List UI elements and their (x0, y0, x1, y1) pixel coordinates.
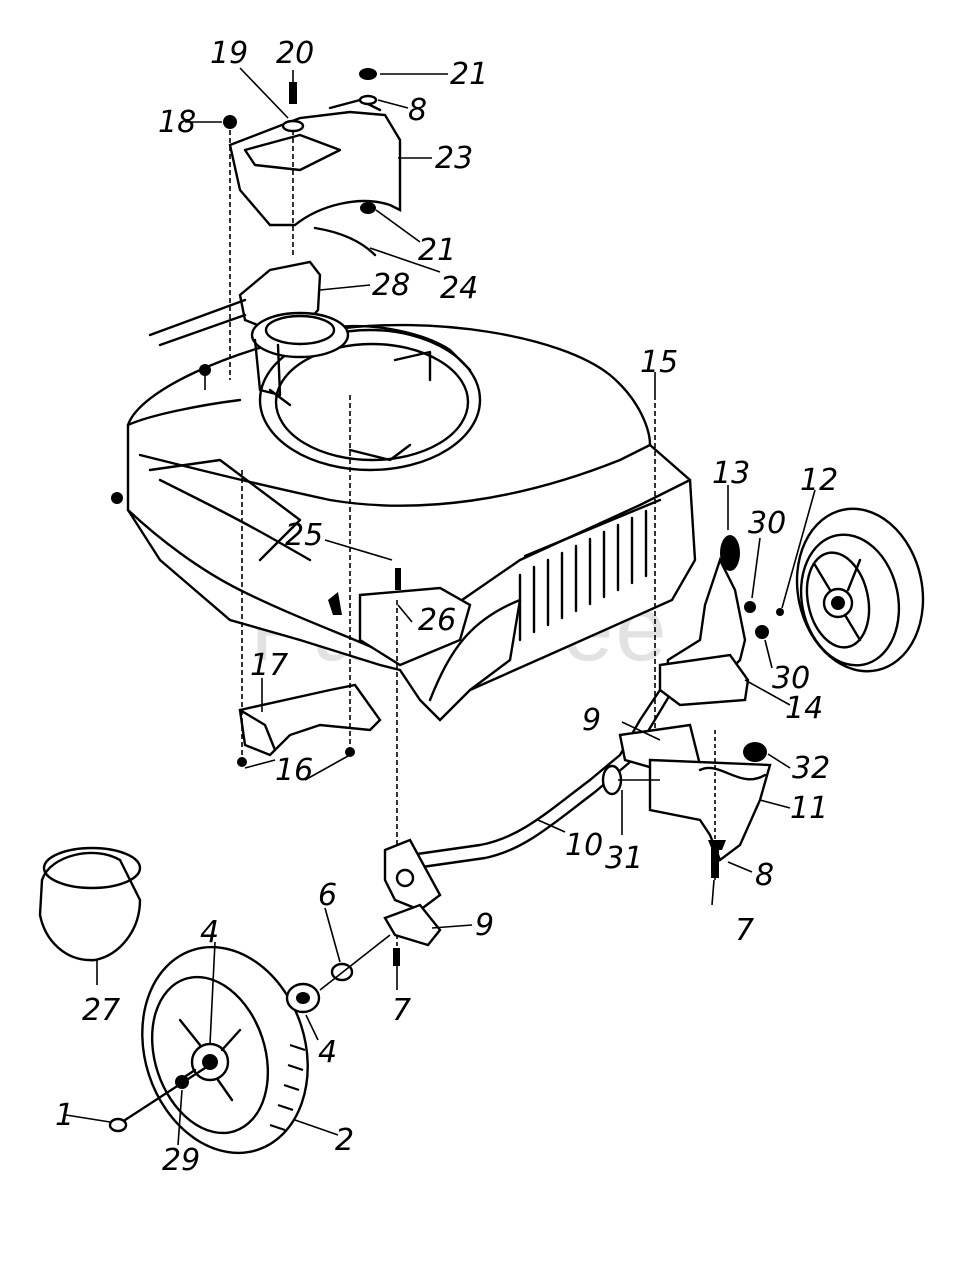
top-cover (228, 98, 402, 257)
callout-7-left: 7 (392, 993, 411, 1028)
callout-11: 11 (790, 791, 828, 826)
callout-9-left: 9 (475, 908, 494, 943)
callout-32: 32 (792, 751, 830, 786)
callout-6: 6 (318, 878, 337, 913)
callout-26: 26 (418, 603, 456, 638)
callout-1: 1 (55, 1098, 74, 1133)
deck-vents (518, 498, 662, 642)
callout-9-right: 9 (582, 703, 601, 738)
callout-2: 2 (335, 1123, 354, 1158)
callout-30-top: 30 (748, 506, 786, 541)
callout-21-bottom: 21 (418, 233, 456, 268)
callout-16: 16 (275, 753, 313, 788)
engine-opening (258, 328, 482, 472)
callout-28: 28 (372, 268, 410, 303)
callout-31: 31 (605, 841, 643, 876)
callout-15: 15 (640, 345, 678, 380)
callout-25: 25 (285, 518, 323, 553)
tire-tread (269, 1043, 306, 1132)
callout-29: 29 (162, 1143, 200, 1178)
callout-21-top: 21 (450, 57, 488, 92)
height-adjuster (654, 395, 784, 790)
callout-4-top: 4 (200, 915, 219, 950)
callout-19: 19 (210, 36, 248, 71)
axle-assembly (383, 688, 772, 966)
deck-baffles (111, 395, 472, 865)
callout-12: 12 (800, 463, 838, 498)
callout-17: 17 (250, 648, 288, 683)
top-hardware (223, 68, 378, 380)
callouts: 1 2 4 4 6 7 7 8 8 9 9 10 11 12 13 14 15 … (55, 36, 838, 1178)
callout-18: 18 (158, 105, 196, 140)
leader-lines (65, 67, 816, 1146)
front-wheel (108, 934, 391, 1155)
engine-pulley-assembly (148, 260, 350, 397)
callout-30-bottom: 30 (772, 661, 810, 696)
callout-24: 24 (440, 271, 478, 306)
callout-23: 23 (435, 141, 473, 176)
callout-7-right: 7 (735, 913, 754, 948)
mower-deck (126, 323, 697, 722)
callout-4-bottom: 4 (318, 1035, 337, 1070)
callout-8-top: 8 (408, 93, 427, 128)
callout-8-bottom: 8 (755, 858, 774, 893)
callout-14: 14 (785, 691, 823, 726)
rear-wheel (795, 507, 925, 673)
callout-13: 13 (712, 456, 750, 491)
callout-20: 20 (276, 36, 314, 71)
hubcap (38, 846, 142, 980)
callout-27: 27 (82, 993, 120, 1028)
callout-10: 10 (565, 828, 603, 863)
